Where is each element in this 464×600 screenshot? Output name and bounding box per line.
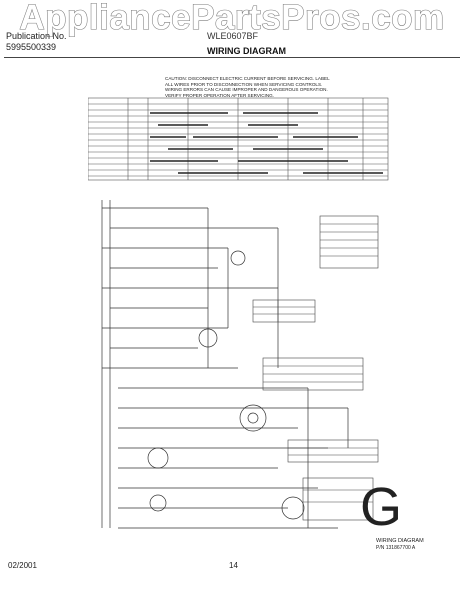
- caution-note: CAUTION: DISCONNECT ELECTRIC CURRENT BEF…: [165, 76, 365, 98]
- diagram-stamp: G: [360, 477, 403, 537]
- watermark: AppliancePartsPros.com: [19, 0, 445, 38]
- timer-chart: [88, 97, 389, 181]
- publication-label: Publication No.: [6, 31, 67, 41]
- diagram-part-number: P/N 131867700 A: [376, 545, 416, 551]
- publication-number: 5995500339: [6, 42, 57, 52]
- caution-line: WIRING ERRORS CAN CAUSE IMPROPER AND DAN…: [165, 87, 328, 93]
- diagram-label: WIRING DIAGRAM: [376, 538, 424, 544]
- header-rule: [4, 57, 460, 58]
- wiring-diagram-drawing: [88, 97, 389, 529]
- caution-line: VERIFY PROPER OPERATION AFTER SERVICING.: [165, 92, 274, 98]
- page-title: WIRING DIAGRAM: [207, 46, 286, 56]
- caution-line: CAUTION: DISCONNECT ELECTRIC CURRENT BEF…: [165, 76, 330, 81]
- page-number: 14: [229, 561, 238, 570]
- legend-and-tables: [252, 215, 379, 521]
- timer-chart-bars: [150, 112, 383, 174]
- footer-date: 02/2001: [8, 561, 37, 570]
- caution-line: ALL WIRES PRIOR TO DISCONNECTION WHEN SE…: [165, 81, 323, 87]
- schematic-lines: [101, 200, 349, 529]
- model-number: WLE0607BF: [207, 31, 259, 41]
